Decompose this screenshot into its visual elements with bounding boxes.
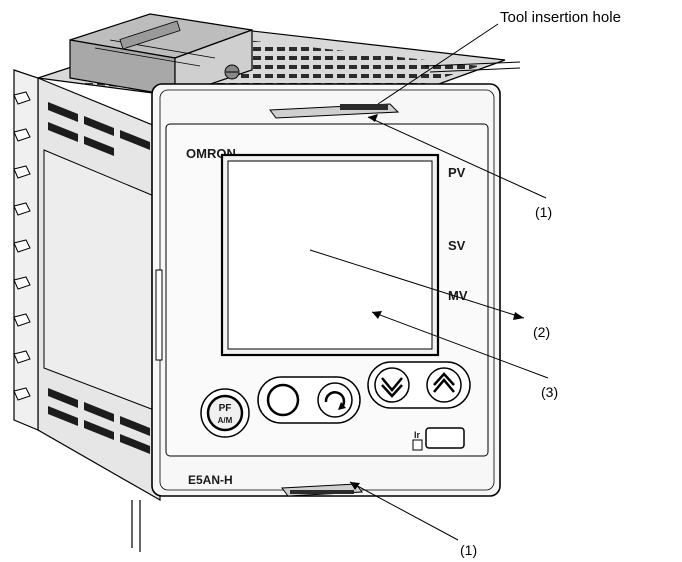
display-window <box>220 153 440 357</box>
ir-port-icon <box>412 439 423 451</box>
ir-label: Ir <box>414 430 421 440</box>
function-key-pair <box>257 376 361 424</box>
callout-3: (3) <box>541 384 558 400</box>
down-chevron-icon <box>381 377 403 398</box>
down-key[interactable] <box>374 367 410 403</box>
top-latch <box>269 103 400 119</box>
up-key[interactable] <box>426 367 462 403</box>
leader-arrowheads <box>350 114 524 490</box>
pf-key[interactable]: PF A/M <box>200 388 250 438</box>
mode-key[interactable] <box>317 382 353 418</box>
model-name: E5AN-H <box>188 473 233 487</box>
pf-key-icon <box>206 394 244 432</box>
ir-window <box>425 427 465 449</box>
pv-label: PV <box>448 165 466 180</box>
leader-lines <box>309 23 549 541</box>
callout-1-top: (1) <box>535 204 552 220</box>
bottom-latch <box>281 483 363 497</box>
tool-insertion-hole-label: Tool insertion hole <box>500 9 621 26</box>
housing-left-side <box>37 77 161 502</box>
blank-key-icon <box>266 383 300 417</box>
mode-cycle-icon <box>324 391 346 410</box>
pf-key-label: PF <box>219 403 232 414</box>
rear-terminals <box>13 69 39 431</box>
callout-2: (2) <box>533 324 550 340</box>
sv-label: SV <box>448 238 466 253</box>
blank-key[interactable] <box>266 383 300 417</box>
arrow-key-pair <box>367 361 471 409</box>
am-key-label: A/M <box>218 416 233 425</box>
up-chevron-icon <box>433 372 455 393</box>
mv-label: MV <box>448 288 468 303</box>
callout-1-bottom: (1) <box>460 542 477 558</box>
